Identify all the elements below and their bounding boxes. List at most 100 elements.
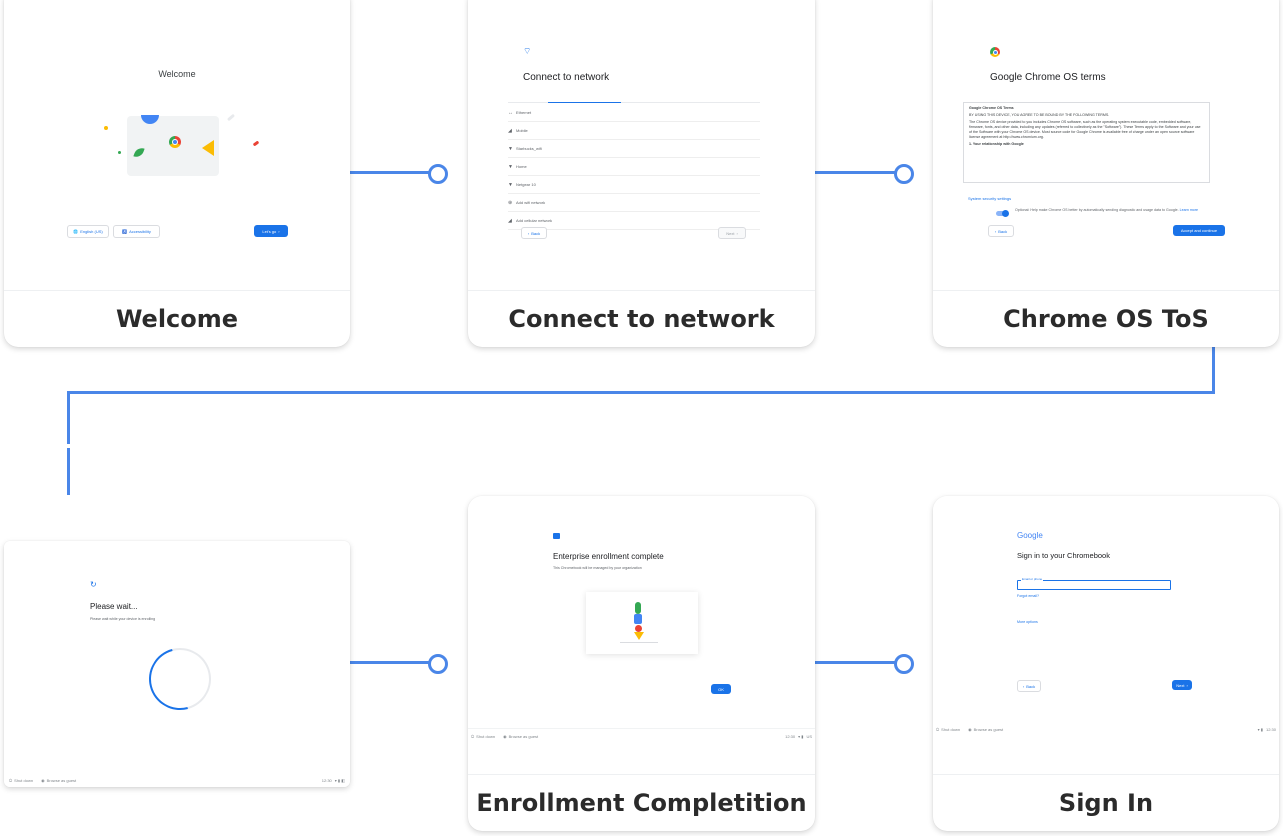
enroll-title: Enterprise enrollment complete (553, 552, 664, 561)
google-logo: Google (1017, 531, 1043, 540)
diagnostics-text: Optional: Help make Chrome OS better by … (1015, 208, 1199, 212)
status-icons: ▾ ▮ ◧ (334, 777, 345, 783)
shelf-footer: ⏻ Shut down ◉ Browse as guest ▾ ▮ 12:30 (933, 722, 1279, 736)
power-icon: ⏻ (936, 726, 940, 732)
tos-screenshot: Google Chrome OS terms Google Chrome OS … (933, 0, 1279, 290)
guest-icon: ◉ (968, 726, 972, 732)
network-item-add-cellular[interactable]: ◢Add cellular network (508, 212, 760, 230)
connector-down-left-2 (67, 448, 70, 495)
security-settings-link[interactable]: System security settings (968, 196, 1012, 201)
chevron-right-icon: › (1186, 682, 1188, 688)
accept-continue-button[interactable]: Accept and continue (1173, 225, 1225, 236)
network-item-ethernet[interactable]: ↔Ethernet (508, 104, 760, 122)
connector-welcome-network (350, 171, 434, 174)
learn-more-link[interactable]: Learn more (1179, 208, 1199, 212)
shutdown-button[interactable]: Shut down (476, 733, 496, 739)
browse-guest-button[interactable]: Browse as guest (508, 733, 539, 739)
shutdown-button[interactable]: Shut down (14, 777, 34, 783)
network-title: Connect to network (523, 72, 610, 83)
clock: 12:30 (785, 733, 796, 739)
accessibility-button[interactable]: ♿Accessibility (113, 225, 160, 238)
progress-bar (508, 102, 760, 103)
tos-title: Google Chrome OS terms (990, 72, 1106, 83)
guest-icon: ◉ (41, 777, 45, 783)
lets-go-button[interactable]: Let's go› (254, 225, 288, 237)
back-button[interactable]: ‹Back (1017, 680, 1041, 692)
loading-spinner (137, 636, 223, 722)
browse-guest-button[interactable]: Browse as guest (46, 777, 77, 783)
email-field[interactable]: Email or phone (1017, 577, 1171, 590)
connector-network-tos (815, 171, 899, 174)
forgot-email-link[interactable]: Forgot email? (1017, 594, 1039, 598)
connector-enroll-signin (815, 661, 899, 664)
diagnostics-toggle[interactable] (996, 210, 1009, 217)
terms-heading: Google Chrome OS Terms (969, 106, 1014, 110)
network-item-home[interactable]: ▼Home (508, 158, 760, 176)
terms-body: The Chrome OS device provided to you inc… (969, 120, 1201, 139)
clock: 12:30 (321, 777, 332, 783)
status-icons: ▾ ▮ (798, 733, 804, 739)
enroll-illustration (586, 592, 698, 654)
network-card: ⌔ Connect to network ↔Ethernet ◢Mobile ▼… (468, 0, 815, 347)
terms-section: 1. Your relationship with Google (969, 142, 1024, 146)
enroll-subtitle: This Chromebook will be managed by your … (553, 566, 642, 570)
chrome-logo-icon (169, 136, 181, 148)
connector-down-left (67, 391, 70, 444)
wifi-signal-icon: ▼ (508, 145, 513, 152)
chevron-right-icon: › (736, 230, 738, 236)
connector-node (428, 164, 448, 184)
chevron-left-icon: ‹ (1022, 683, 1025, 689)
network-item-starbucks[interactable]: ▼Starbucks_wifi (508, 140, 760, 158)
wait-subtitle: Please wait while your device is enrolli… (90, 617, 156, 621)
wifi-signal-icon: ▼ (508, 163, 513, 170)
shelf-footer: ⏻ Shut down ◉ Browse as guest 12:30 ▾ ▮ … (4, 773, 350, 787)
chrome-logo-icon (990, 47, 1000, 57)
tos-card: Google Chrome OS terms Google Chrome OS … (933, 0, 1279, 347)
enroll-caption: Enrollment Completition (468, 774, 815, 831)
wait-card: ↻ Please wait... Please wait while your … (4, 541, 350, 787)
language-button[interactable]: 🌐English (US) (67, 225, 109, 238)
back-button[interactable]: ‹Back (521, 227, 547, 239)
network-item-netgear[interactable]: ▼Netgear 10 (508, 176, 760, 194)
status-icons: ▾ ▮ (1257, 726, 1263, 732)
next-button[interactable]: Next› (718, 227, 746, 239)
add-cellular-icon: ◢ (508, 217, 512, 224)
connector-horizontal-return (67, 391, 1215, 394)
ethernet-icon: ↔ (508, 109, 513, 116)
enroll-card: Enterprise enrollment complete This Chro… (468, 496, 815, 831)
wifi-icon: ⌔ (523, 46, 532, 56)
signin-caption: Sign In (933, 774, 1279, 831)
wait-screenshot: ↻ Please wait... Please wait while your … (4, 541, 350, 787)
chevron-left-icon: ‹ (527, 230, 530, 236)
back-button[interactable]: ‹Back (988, 225, 1014, 237)
connector-node (894, 654, 914, 674)
signin-screenshot: Google Sign in to your Chromebook Email … (933, 496, 1279, 776)
welcome-caption: Welcome (4, 290, 350, 347)
welcome-screenshot: Welcome 🌐English (US) ♿Accessibility Let… (4, 0, 350, 290)
terms-box: Google Chrome OS Terms BY USING THIS DEV… (963, 102, 1210, 183)
tos-caption: Chrome OS ToS (933, 290, 1279, 347)
connector-tos-down (1212, 347, 1215, 394)
signin-card: Google Sign in to your Chromebook Email … (933, 496, 1279, 831)
next-button[interactable]: Next› (1172, 680, 1192, 690)
wifi-signal-icon: ▼ (508, 181, 513, 188)
briefcase-icon (553, 533, 560, 539)
network-item-add-wifi[interactable]: ⊕Add wifi network (508, 194, 760, 212)
welcome-card: Welcome 🌐English (US) ♿Accessibility Let… (4, 0, 350, 347)
region-label: US (806, 733, 812, 739)
power-icon: ⏻ (471, 733, 475, 739)
ok-button[interactable]: OK (711, 684, 731, 694)
power-icon: ⏻ (9, 777, 13, 783)
network-item-mobile[interactable]: ◢Mobile (508, 122, 760, 140)
signin-title: Sign in to your Chromebook (1017, 551, 1110, 560)
more-options-link[interactable]: More options (1017, 620, 1038, 624)
connector-node (894, 164, 914, 184)
clock: 12:30 (1265, 726, 1276, 732)
shutdown-button[interactable]: Shut down (941, 726, 961, 732)
wait-title: Please wait... (90, 602, 138, 611)
enroll-screenshot: Enterprise enrollment complete This Chro… (468, 496, 815, 776)
history-icon: ↻ (90, 580, 97, 589)
browse-guest-button[interactable]: Browse as guest (973, 726, 1004, 732)
connector-node (428, 654, 448, 674)
chevron-left-icon: ‹ (994, 228, 997, 234)
